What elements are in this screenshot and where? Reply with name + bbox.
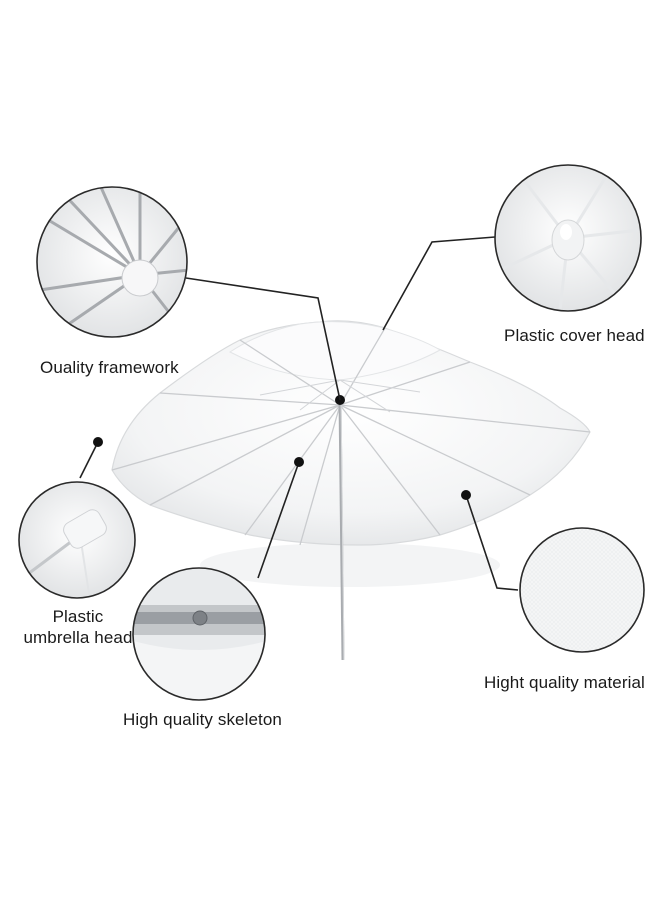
label-plastic-cover-head: Plastic cover head — [504, 326, 645, 345]
zoom-circle-material — [520, 528, 644, 652]
umbrella-shadow — [200, 543, 500, 587]
zoom-circle-cover-head — [495, 165, 641, 311]
callout-dots — [93, 437, 471, 500]
label-hight-quality-material: Hight quality material — [484, 673, 645, 692]
label-plastic-umbrella-head-line2: umbrella head — [23, 628, 133, 647]
zoom-circle-framework — [37, 187, 187, 337]
zoom-circle-umbrella-head — [19, 482, 135, 598]
label-quality-framework: Ouality framework — [40, 358, 179, 377]
label-plastic-umbrella-head-line1: Plastic — [52, 607, 104, 626]
label-high-quality-skeleton: High quality skeleton — [123, 710, 282, 729]
leader-lines — [79, 236, 519, 591]
umbrella-canopy — [111, 320, 591, 546]
label-plastic-umbrella-head: Plastic umbrella head — [18, 606, 138, 648]
zoom-circle-skeleton — [133, 568, 265, 700]
